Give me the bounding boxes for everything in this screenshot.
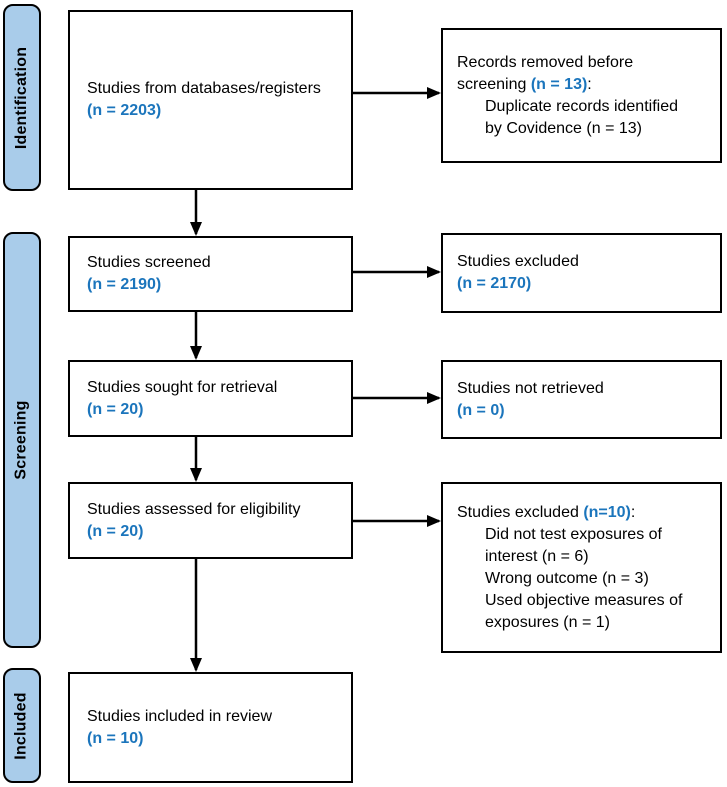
stage-label-included: Included <box>13 691 31 760</box>
box-studies-excluded-eligibility-count: (n=10) <box>583 503 631 521</box>
box-studies-sought-retrieval-count: (n = 20) <box>87 400 144 418</box>
box-studies-excluded-text: Studies excluded <box>457 253 579 270</box>
box-records-removed-count: (n = 13) <box>530 75 588 93</box>
box-studies-excluded-eligibility-prefix: Studies excluded <box>457 503 584 521</box>
box-studies-assessed-eligibility: Studies assessed for eligibility (n = 20… <box>68 482 353 559</box>
box-studies-excluded-eligibility-detail: Wrong outcome (n = 3) <box>485 569 649 587</box>
stage-label-identification: Identification <box>13 46 31 149</box>
stage-label-screening: Screening <box>13 400 31 480</box>
box-records-removed-detail: Duplicate records identified <box>485 97 678 115</box>
box-records-removed-line2: screening <box>457 75 531 93</box>
box-studies-screened: Studies screened (n = 2190) <box>68 236 353 312</box>
box-studies-screened-text: Studies screened <box>87 254 211 271</box>
box-studies-from-databases: Studies from databases/registers (n = 22… <box>68 10 353 190</box>
box-studies-excluded-eligibility-detail: Used objective measures of <box>485 591 683 609</box>
box-studies-not-retrieved-text: Studies not retrieved <box>457 379 604 397</box>
box-studies-not-retrieved-count: (n = 0) <box>457 401 505 419</box>
box-records-removed-detail: by Covidence (n = 13) <box>485 119 642 137</box>
box-records-removed-colon: : <box>587 75 592 93</box>
box-studies-included-review: Studies included in review (n = 10) <box>68 672 353 783</box>
box-studies-excluded: Studies excluded (n = 2170) <box>441 233 722 313</box>
stage-bar-identification: Identification <box>3 4 41 191</box>
box-studies-excluded-eligibility-detail: Did not test exposures of <box>485 525 662 543</box>
box-studies-from-databases-text: Studies from databases/registers <box>87 80 321 97</box>
box-studies-from-databases-count: (n = 2203) <box>87 102 162 119</box>
box-studies-screened-count: (n = 2190) <box>87 276 162 293</box>
box-studies-sought-retrieval-text: Studies sought for retrieval <box>87 378 278 396</box>
stage-bar-screening: Screening <box>3 232 41 648</box>
box-studies-excluded-eligibility-colon: : <box>630 503 636 521</box>
box-studies-assessed-eligibility-text: Studies assessed for eligibility <box>87 500 301 518</box>
box-records-removed: Records removed before screening (n = 13… <box>441 28 722 163</box>
box-studies-sought-retrieval: Studies sought for retrieval (n = 20) <box>68 360 353 437</box>
stage-bar-included: Included <box>3 668 41 783</box>
box-studies-excluded-eligibility-detail: interest (n = 6) <box>485 547 589 565</box>
box-studies-excluded-eligibility-detail: exposures (n = 1) <box>485 613 610 631</box>
box-studies-excluded-count: (n = 2170) <box>457 275 532 292</box>
box-studies-not-retrieved: Studies not retrieved (n = 0) <box>441 360 722 439</box>
box-studies-included-review-count: (n = 10) <box>87 729 144 747</box>
box-studies-assessed-eligibility-count: (n = 20) <box>87 522 144 540</box>
box-studies-included-review-text: Studies included in review <box>87 707 272 725</box>
box-records-removed-line1: Records removed before <box>457 53 634 71</box>
box-studies-excluded-eligibility: Studies excluded (n=10): Did not test ex… <box>441 482 722 653</box>
